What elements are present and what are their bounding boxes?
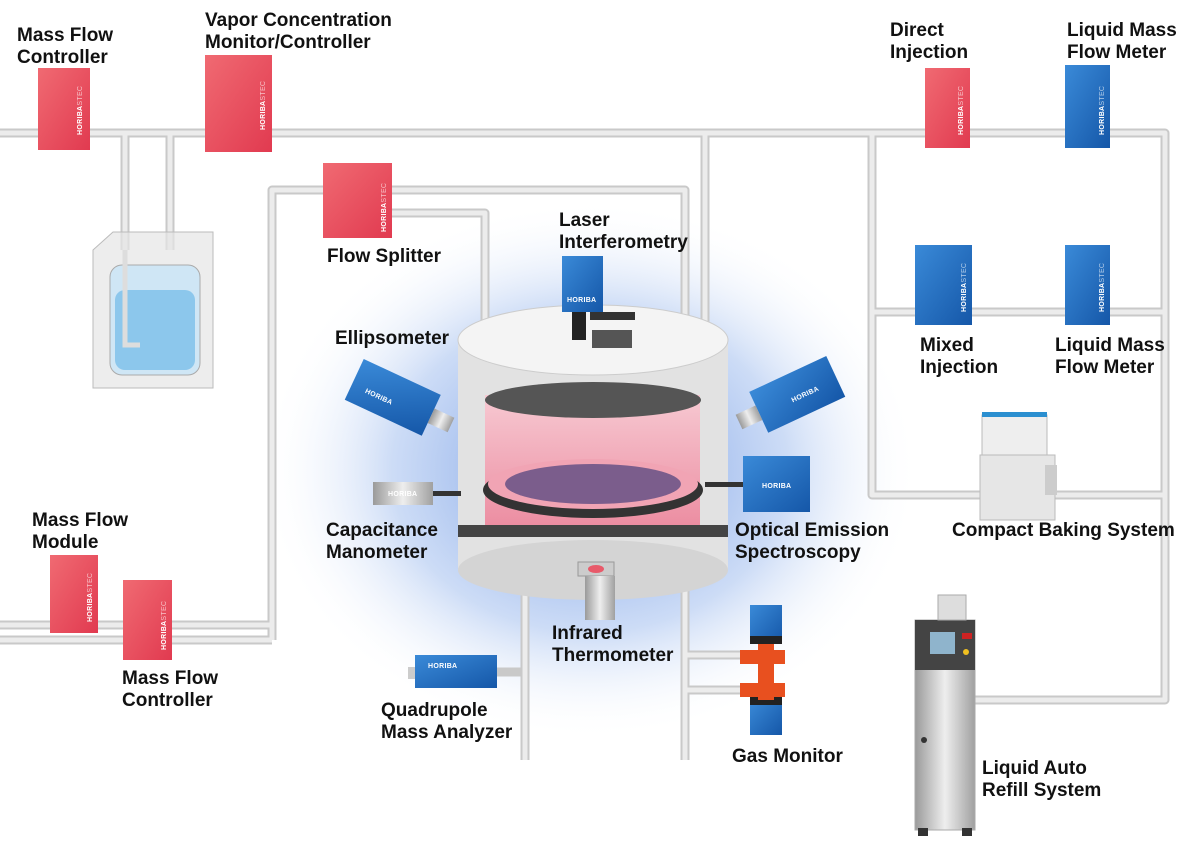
label-mixed-injection: Mixed Injection (920, 335, 999, 378)
label-mfc-top: Mass Flow Controller (17, 25, 114, 68)
label-liquid-refill: Liquid Auto Refill System (982, 758, 1102, 801)
brand-suffix: STEC (958, 86, 965, 106)
brand-name: HORIBA (961, 283, 968, 312)
label-liquid-mfm-mid: Liquid Mass Flow Meter (1055, 335, 1165, 378)
brand-suffix: STEC (77, 86, 84, 106)
process-chamber (457, 304, 729, 600)
ellipsometer-right[interactable]: HORIBA (729, 355, 846, 442)
brand-logo: HORIBASTEC (87, 573, 94, 622)
mass-flow-controller-top[interactable]: HORIBASTEC (38, 68, 90, 150)
label-mass-flow-module: Mass Flow Module (32, 510, 129, 553)
vaporizer-tank (92, 231, 214, 389)
flow-splitter-device[interactable]: HORIBASTEC (323, 163, 392, 238)
brand-suffix: STEC (87, 573, 94, 593)
label-vapor: Vapor Concentration Monitor/Controller (205, 10, 392, 53)
brand-name: HORIBA (87, 593, 94, 622)
label-liquid-mfm-top: Liquid Mass Flow Meter (1067, 20, 1177, 63)
brand-suffix: STEC (961, 263, 968, 283)
brand-logo: HORIBASTEC (958, 86, 965, 135)
brand-name: HORIBA (1099, 283, 1106, 312)
label-oes: Optical Emission Spectroscopy (735, 520, 890, 563)
brand-logo: HORIBASTEC (1099, 86, 1106, 135)
brand-name: HORIBA (381, 203, 388, 232)
liquid-auto-refill-device[interactable] (914, 594, 976, 836)
brand-logo: HORIBASTEC (961, 263, 968, 312)
label-capacitance: Capacitance Manometer (326, 520, 438, 563)
oes-device[interactable]: HORIBA (705, 456, 810, 512)
label-ellipsometer: Ellipsometer (335, 328, 450, 349)
brand-logo: HORIBASTEC (381, 183, 388, 232)
brand-name: HORIBA (958, 106, 965, 135)
brand-name: HORIBA (428, 663, 457, 670)
brand-logo: HORIBASTEC (161, 601, 168, 650)
mass-flow-controller-bottom[interactable]: HORIBASTEC (123, 580, 172, 660)
label-ir-thermo: Infrared Thermometer (552, 623, 674, 666)
label-laser: Laser Interferometry (559, 210, 688, 253)
direct-injection-device[interactable]: HORIBASTEC (925, 68, 970, 148)
mixed-injection-device[interactable]: HORIBASTEC (915, 245, 972, 325)
label-direct-injection: Direct Injection (890, 20, 969, 63)
compact-baking-system-device[interactable] (979, 412, 1057, 521)
brand-logo: HORIBASTEC (260, 81, 267, 130)
brand-suffix: STEC (260, 81, 267, 101)
brand-name: HORIBA (161, 621, 168, 650)
brand-suffix: STEC (1099, 86, 1106, 106)
vapor-concentration-controller[interactable]: HORIBASTEC (205, 55, 272, 152)
brand-suffix: STEC (161, 601, 168, 621)
label-compact-baking: Compact Baking System (952, 520, 1175, 541)
quadrupole-mass-analyzer-device[interactable]: HORIBA (408, 655, 497, 688)
label-gas-monitor: Gas Monitor (732, 746, 843, 767)
capacitance-manometer-device[interactable]: HORIBA (373, 482, 461, 505)
brand-name: HORIBA (388, 491, 417, 498)
label-flow-splitter: Flow Splitter (327, 246, 441, 267)
mass-flow-module-device[interactable]: HORIBASTEC (50, 555, 98, 633)
brand-name: HORIBA (260, 101, 267, 130)
brand-suffix: STEC (1099, 263, 1106, 283)
gas-pipes-highlight (0, 130, 1168, 760)
brand-name: HORIBA (567, 297, 596, 304)
gas-monitor-device[interactable] (740, 605, 785, 735)
brand-name: HORIBA (77, 106, 84, 135)
laser-interferometry-device[interactable]: HORIBA (562, 256, 635, 348)
brand-name: HORIBA (1099, 106, 1106, 135)
brand-name: HORIBA (762, 483, 791, 490)
brand-logo: HORIBASTEC (1099, 263, 1106, 312)
label-mfc-bottom: Mass Flow Controller (122, 668, 219, 711)
ellipsometer-left[interactable]: HORIBA (344, 358, 461, 445)
brand-suffix: STEC (381, 183, 388, 203)
liquid-mass-flow-meter-top[interactable]: HORIBASTEC (1065, 65, 1110, 148)
brand-logo: HORIBASTEC (77, 86, 84, 135)
liquid-mass-flow-meter-mid[interactable]: HORIBASTEC (1065, 245, 1110, 325)
label-quadrupole: Quadrupole Mass Analyzer (381, 700, 513, 743)
infrared-thermometer-device[interactable] (577, 561, 615, 620)
